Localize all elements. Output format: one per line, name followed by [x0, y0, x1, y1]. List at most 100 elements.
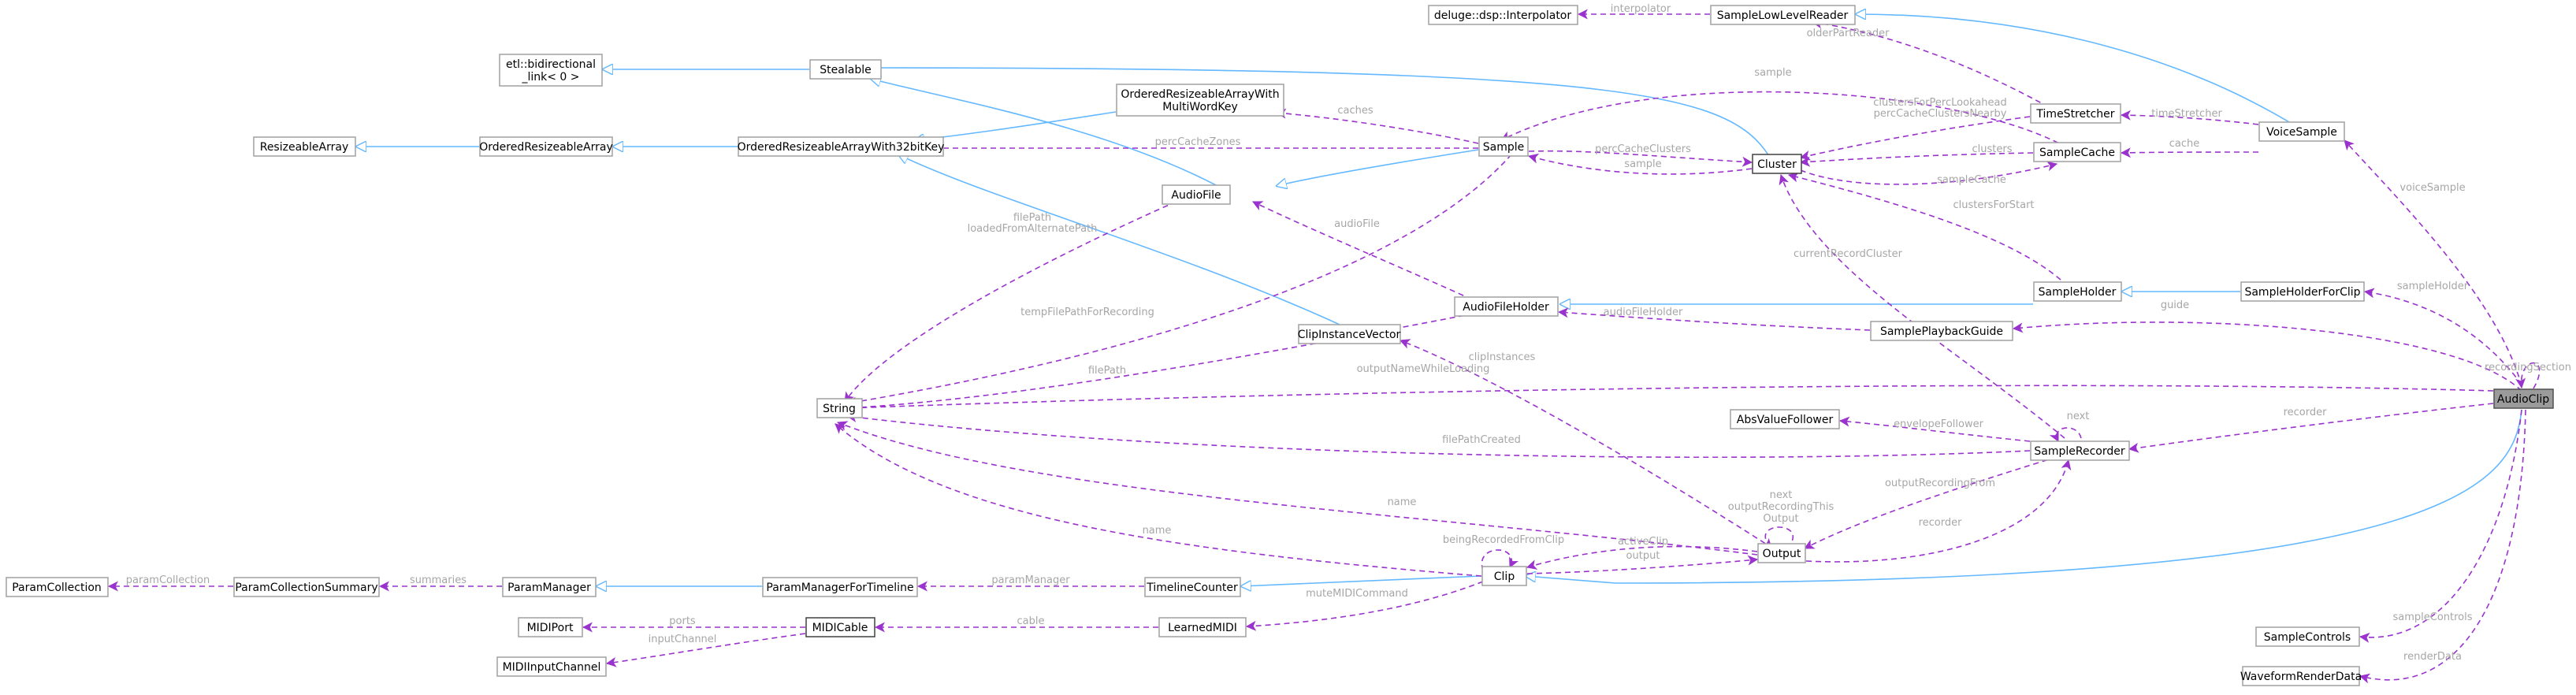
node-sample-low-level-reader[interactable]: SampleLowLevelReader — [1710, 5, 1856, 25]
edge-sample-top — [1500, 91, 2076, 153]
node-audio-file-holder-label: AudioFileHolder — [1463, 301, 1549, 314]
edge-multiword-to-32bit — [914, 111, 1117, 140]
edge-active-clip — [1526, 545, 1758, 570]
node-ordered-multiword-label-2: MultiWordKey — [1162, 101, 1238, 113]
node-timeline-counter[interactable]: TimelineCounter — [1144, 577, 1241, 597]
node-audio-file[interactable]: AudioFile — [1162, 184, 1231, 205]
node-waveform-render-data-label: WaveformRenderData — [2240, 671, 2362, 683]
node-etl-bidirectional-link[interactable]: etl::bidirectional _link< 0 > — [499, 54, 603, 87]
label-file-path-line2: loadedFromAlternatePath — [968, 223, 1098, 235]
label-perc-cache-zones: percCacheZones — [1155, 136, 1241, 148]
node-time-stretcher[interactable]: TimeStretcher — [2030, 103, 2121, 124]
edge-labels: interpolator olderPartReader sample cach… — [126, 3, 2571, 663]
label-param-collection: paramCollection — [126, 574, 210, 586]
edge-voicesample-to-lowlevelreader — [1856, 14, 2298, 128]
node-abs-value-follower-label: AbsValueFollower — [1737, 414, 1834, 426]
edge-caches — [1275, 108, 1479, 144]
node-sample-holder[interactable]: SampleHolder — [2033, 281, 2122, 302]
node-waveform-render-data[interactable]: WaveformRenderData — [2240, 666, 2362, 686]
node-sample-controls[interactable]: SampleControls — [2255, 626, 2360, 647]
edge-input-channel — [605, 633, 806, 667]
node-resizeable-array[interactable]: ResizeableArray — [253, 136, 356, 157]
node-abs-value-follower[interactable]: AbsValueFollower — [1730, 409, 1840, 429]
node-clip-instance-vector[interactable]: ClipInstanceVector — [1298, 324, 1401, 344]
label-file-path-low: filePath — [1088, 365, 1126, 377]
node-sample-cache[interactable]: SampleCache — [2033, 142, 2121, 162]
edge-being-recorded — [1481, 549, 1518, 571]
edge-clusters-for-perc — [1799, 116, 2031, 161]
node-audio-file-holder[interactable]: AudioFileHolder — [1454, 296, 1559, 317]
node-param-manager-for-timeline[interactable]: ParamManagerForTimeline — [762, 577, 918, 597]
node-cluster[interactable]: Cluster — [1752, 154, 1802, 174]
edge-file-path — [844, 193, 1195, 403]
node-output[interactable]: Output — [1757, 543, 1806, 563]
label-name-output: name — [1388, 496, 1417, 508]
edge-next-output — [1761, 526, 1794, 549]
node-ordered-multiword-label-1: OrderedResizeableArrayWith — [1121, 88, 1279, 101]
node-output-label: Output — [1763, 548, 1801, 560]
node-midi-cable[interactable]: MIDICable — [805, 617, 875, 637]
edge-older-part-reader — [1811, 18, 2050, 108]
node-param-collection-label: ParamCollection — [12, 582, 102, 594]
edge-audio-file — [1252, 201, 1473, 300]
label-mute-midi: muteMIDICommand — [1306, 588, 1408, 600]
label-ports: ports — [669, 615, 696, 627]
node-voice-sample[interactable]: VoiceSample — [2258, 121, 2345, 142]
node-cluster-label: Cluster — [1757, 158, 1797, 171]
edge-audioclip-to-clip — [1526, 409, 2522, 584]
label-output-name: outputNameWhileLoading — [1357, 363, 1490, 375]
label-caches: caches — [1337, 105, 1373, 117]
node-clip[interactable]: Clip — [1481, 566, 1527, 586]
label-current-record-cluster: currentRecordCluster — [1794, 248, 1903, 260]
node-sample-playback-guide-label: SamplePlaybackGuide — [1880, 325, 2003, 338]
node-audio-file-label: AudioFile — [1171, 189, 1221, 202]
edge-clipinstance-to-32bit — [898, 154, 1340, 325]
label-next-recorder: next — [2067, 411, 2090, 422]
node-sample-recorder[interactable]: SampleRecorder — [2030, 440, 2130, 461]
edge-output-clip — [1526, 555, 1759, 574]
label-render-data: renderData — [2403, 651, 2462, 663]
node-midi-input-channel[interactable]: MIDIInputChannel — [496, 656, 607, 677]
label-audio-file: audioFile — [1334, 218, 1380, 230]
label-temp-file-path: tempFilePathForRecording — [1020, 307, 1154, 318]
label-being-recorded: beingRecordedFromClip — [1443, 534, 1564, 546]
node-param-collection[interactable]: ParamCollection — [6, 577, 109, 597]
label-clusters-for-perc-line1: clustersForPercLookahead — [1873, 97, 2007, 109]
label-summaries: summaries — [410, 574, 467, 586]
node-learned-midi-label: LearnedMIDI — [1168, 622, 1237, 634]
node-sample[interactable]: Sample — [1478, 136, 1529, 157]
node-param-collection-summary[interactable]: ParamCollectionSummary — [233, 577, 380, 597]
node-sample-low-level-reader-label: SampleLowLevelReader — [1717, 9, 1849, 22]
node-audio-clip[interactable]: AudioClip — [2493, 388, 2554, 409]
node-ordered-32bit-key[interactable]: OrderedResizeableArrayWith32bitKey — [738, 136, 945, 157]
node-ordered-resizeable-array[interactable]: OrderedResizeableArray — [479, 136, 613, 157]
label-recorder-output: recorder — [1919, 517, 1963, 529]
edge-file-path-created — [846, 411, 2031, 459]
node-sample-playback-guide[interactable]: SamplePlaybackGuide — [1870, 321, 2013, 341]
node-param-collection-summary-label: ParamCollectionSummary — [235, 582, 377, 594]
edge-render-data — [2359, 409, 2526, 684]
node-midi-port[interactable]: MIDIPort — [518, 617, 583, 637]
node-param-manager[interactable]: ParamManager — [502, 577, 597, 597]
label-older-part-reader: olderPartReader — [1807, 28, 1890, 39]
label-next-output-line3: Output — [1763, 513, 1798, 525]
label-output-clip: output — [1626, 550, 1660, 562]
edge-sample-cache — [1800, 161, 2058, 185]
edge-clusters — [1799, 152, 2034, 167]
node-interpolator-label: deluge::dsp::Interpolator — [1434, 9, 1572, 22]
node-midi-cable-label: MIDICable — [812, 622, 868, 634]
node-sample-holder-for-clip[interactable]: SampleHolderForClip — [2240, 281, 2365, 302]
node-string[interactable]: String — [816, 398, 863, 418]
edge-audio-file-holder — [1557, 307, 1871, 331]
node-etl-bidirectional-label-1: etl::bidirectional — [506, 58, 596, 71]
edge-time-stretcher — [2120, 110, 2259, 125]
node-learned-midi[interactable]: LearnedMIDI — [1158, 617, 1247, 637]
label-clusters: clusters — [1972, 143, 2013, 155]
edge-recorder-audio — [2128, 403, 2494, 453]
node-resizeable-array-label: ResizeableArray — [260, 141, 349, 154]
node-stealable[interactable]: Stealable — [809, 59, 882, 80]
node-interpolator[interactable]: deluge::dsp::Interpolator — [1428, 5, 1578, 25]
node-ordered-multiword-key[interactable]: OrderedResizeableArrayWith MultiWordKey — [1116, 84, 1284, 117]
node-time-stretcher-label: TimeStretcher — [2035, 108, 2114, 121]
